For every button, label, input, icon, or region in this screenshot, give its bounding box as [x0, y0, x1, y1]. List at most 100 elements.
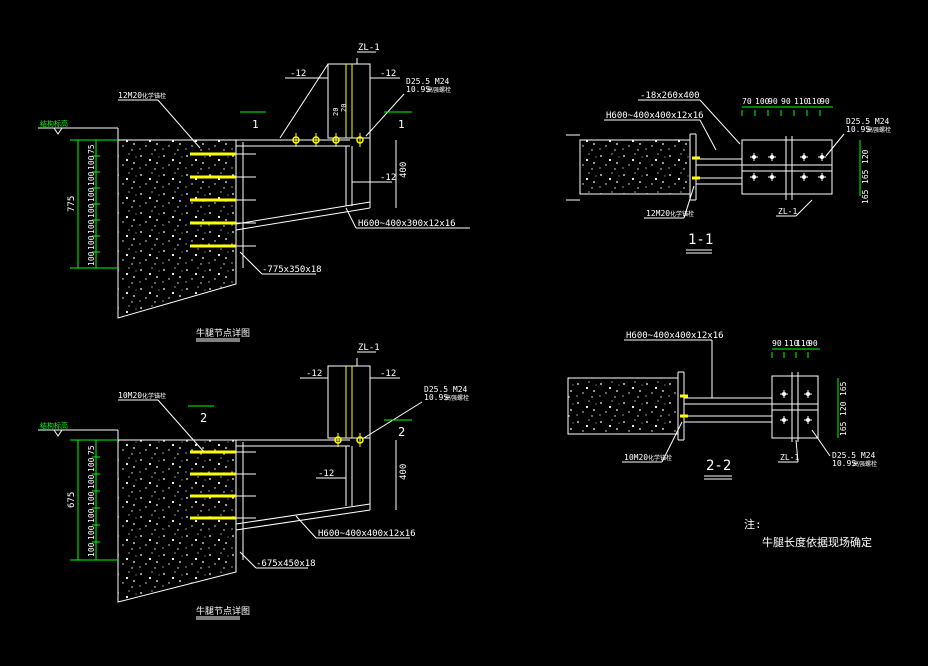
ground-note-a: 结构标高: [40, 119, 68, 128]
dim-value: 100: [87, 457, 96, 472]
anchor-bolts-b: [190, 450, 256, 520]
dim-value: 70: [742, 97, 752, 106]
plate-left-b: -12: [306, 369, 322, 379]
dim-value: 110: [807, 97, 822, 106]
dim-value: 165: [839, 381, 848, 396]
anchor-note-s1: 化学锚栓: [670, 210, 694, 218]
concrete-column-b: [117, 439, 237, 603]
bracket-b: H600~400x400x12x16: [318, 529, 416, 539]
bolt-hole: [770, 175, 774, 179]
bolt-label-s2: D25.5 M24: [832, 451, 876, 460]
splice-bolts-a: [292, 133, 364, 147]
dim-value: 165: [861, 189, 870, 204]
general-note: 注: 牛腿长度依据现场确定: [744, 517, 872, 549]
dim-value: 110: [784, 339, 799, 348]
dim-value: 90: [772, 339, 782, 348]
bolt-note-s1: 高强螺栓: [867, 126, 891, 134]
bolt-grid-s1: [750, 153, 826, 181]
web-plate-b: -12: [318, 469, 334, 479]
anchor-note-b: 化学锚栓: [142, 392, 166, 400]
bolt-hole: [782, 418, 786, 422]
bolt-hole: [806, 392, 810, 396]
web-plate-a: -12: [380, 173, 396, 183]
bolt-hole: [782, 392, 786, 396]
bolt-hole: [752, 175, 756, 179]
bolt-label-b: D25.5 M24: [424, 385, 468, 394]
bolt-grade-s2: 10.9S: [832, 459, 856, 468]
bolt-note-b: 高强螺栓: [445, 394, 469, 402]
caption-a: 牛腿节点详图: [196, 327, 250, 339]
anchor-note-a: 化学锚栓: [142, 92, 166, 100]
bolt-label-s1: D25.5 M24: [846, 117, 890, 126]
dim-b-a: 20: [340, 104, 348, 112]
dim-value: 110: [794, 97, 809, 106]
anchor-label-s2: 10M20: [624, 453, 648, 462]
caption-b: 牛腿节点详图: [196, 605, 250, 617]
ground-note-b: 结构标高: [40, 421, 68, 430]
embed-plate-a: -775x350x18: [262, 265, 322, 275]
bolt-note-s2: 高强螺栓: [853, 460, 877, 468]
dim-value: 100: [87, 187, 96, 202]
bolt-hole: [820, 175, 824, 179]
beam-tag-s2: ZL-1: [780, 453, 799, 462]
bolt-label-a: D25.5 M24: [406, 77, 450, 86]
plate-right-a: -12: [380, 69, 396, 79]
dim-value: 75: [87, 445, 96, 455]
dim-value: 100: [87, 474, 96, 489]
dim-value: 100: [87, 219, 96, 234]
dim-value: 100: [87, 525, 96, 540]
anchor-label-a: 12M20: [118, 91, 142, 100]
plate-right-b: -12: [380, 369, 396, 379]
dim-value: 100: [87, 155, 96, 170]
beam-tag-b: ZL-1: [358, 343, 380, 353]
dim-value: 100: [755, 97, 770, 106]
dim-value: 90: [781, 97, 791, 106]
dim-value: 100: [87, 203, 96, 218]
dim-value: 120: [861, 149, 870, 164]
beam-tag-s1: ZL-1: [778, 207, 797, 216]
bolt-grade-b: 10.9S: [424, 393, 448, 402]
dim-a-a: 20: [332, 108, 340, 116]
plate-top-s1: -18x260x400: [640, 91, 700, 101]
depth-b: 400: [399, 464, 409, 480]
bolt-hole: [802, 155, 806, 159]
beam-tag-a: ZL-1: [358, 43, 380, 53]
depth-a: 400: [399, 162, 409, 178]
dim-value: 100: [87, 491, 96, 506]
anchor-label-b: 10M20: [118, 391, 142, 400]
dim-value: 90: [768, 97, 778, 106]
dim-value: 100: [87, 171, 96, 186]
dim-value: 90: [808, 339, 818, 348]
side-dims-s1: 120 165 165: [861, 149, 870, 204]
note-text: 牛腿长度依据现场确定: [762, 535, 872, 549]
bracket-a: H600~400x300x12x16: [358, 219, 456, 229]
dim-value: 100: [87, 235, 96, 250]
bolt-note-a: 高强螺栓: [427, 86, 451, 94]
bolt-hole: [806, 418, 810, 422]
concrete-column-a: [117, 139, 237, 319]
bolt-hole: [770, 155, 774, 159]
dim-value: 75: [87, 144, 96, 154]
dim-value: 165: [861, 169, 870, 184]
concrete-column-s2: [567, 377, 679, 435]
beam-s2: H600~400x400x12x16: [626, 331, 724, 341]
anchor-label-s1: 12M20: [646, 209, 670, 218]
embed-plate-b: -675x450x18: [256, 559, 316, 569]
section-mark-b-right: 2: [398, 425, 405, 439]
title-s1: 1-1: [688, 232, 713, 248]
dim-value: 165: [839, 421, 848, 436]
plate-left-a: -12: [290, 69, 306, 79]
concrete-column-s1: [579, 139, 691, 195]
section-mark-a-right: 1: [398, 118, 405, 131]
dim-value: 90: [820, 97, 830, 106]
anchor-note-s2: 化学锚栓: [648, 454, 672, 462]
dim-total-b: 675: [67, 492, 77, 508]
bolt-grade-s1: 10.9S: [846, 125, 870, 134]
